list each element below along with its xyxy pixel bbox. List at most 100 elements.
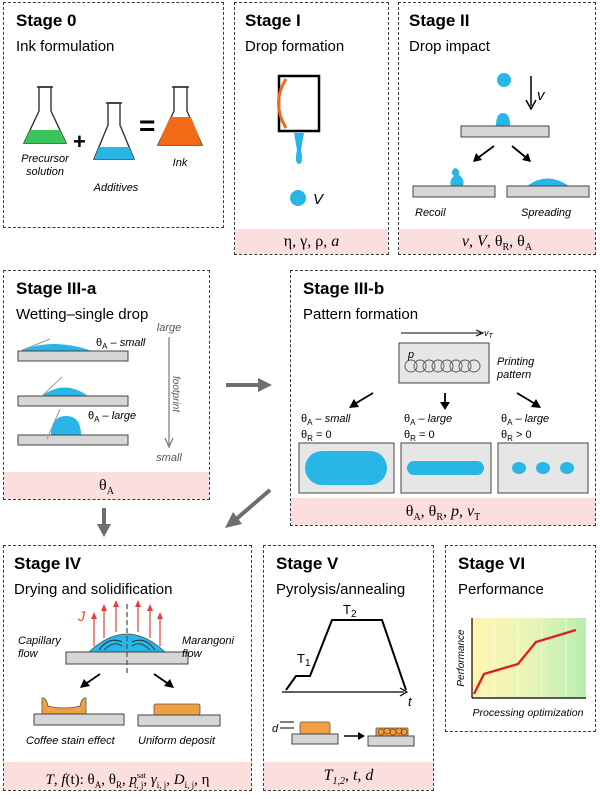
stage-5-subtitle: Pyrolysis/annealing — [276, 581, 406, 598]
precursor-label-2: solution — [26, 166, 64, 178]
recoil-drop — [450, 168, 464, 186]
case2-theta-r: θR = 0 — [404, 429, 435, 443]
arrow-3a-to-3b — [226, 378, 272, 392]
evaporation-arrows — [93, 604, 161, 646]
stage-1-diagram: V — [277, 74, 325, 208]
print-direction-arrow — [475, 329, 485, 337]
theta-small-label: θA – small — [96, 337, 146, 351]
additives-flask — [92, 102, 136, 160]
arrow-3b-to-4 — [225, 488, 272, 528]
stage-3b-panel: Stage III-b Pattern formation vT p Print… — [290, 270, 596, 526]
stage-6-subtitle: Performance — [458, 581, 544, 598]
spread-drop — [527, 178, 569, 186]
equals-sign: = — [139, 110, 155, 141]
stage-2-subtitle: Drop impact — [409, 38, 490, 55]
substrate-before — [291, 733, 339, 745]
velocity-arrow — [525, 99, 537, 111]
footprint-label: footprint — [170, 376, 181, 413]
stage-2-title: Stage II — [409, 11, 470, 30]
spreading-arrow — [522, 153, 531, 162]
case2-theta-a: θA – large — [404, 413, 452, 427]
stage-0-panel: Stage 0 Ink formulation Precursor soluti… — [3, 2, 224, 228]
flux-j-label: J — [77, 608, 86, 624]
stage-3a-subtitle: Wetting–single drop — [16, 306, 149, 323]
stage-1-params: η, γ, ρ, a — [235, 229, 388, 254]
precursor-flask — [22, 86, 68, 144]
precursor-label-1: Precursor — [21, 153, 70, 165]
case3-dot — [536, 462, 550, 474]
arrow-uniform — [164, 679, 174, 688]
arrow-right — [531, 399, 541, 408]
recoil-arrow — [473, 153, 482, 162]
stage-0-diagram: Precursor solution + Additives = Ink — [21, 86, 204, 194]
stage-1-title: Stage I — [245, 11, 301, 30]
as-printed-film — [299, 721, 331, 735]
substrate-after — [367, 735, 415, 747]
marangoni-label-1: Marangoni — [182, 635, 235, 647]
falling-drop-icon — [497, 73, 511, 87]
stage-4-title: Stage IV — [14, 554, 82, 573]
capillary-label-1: Capillary — [18, 635, 62, 647]
substrate-small-angle — [17, 350, 129, 362]
temperature-profile — [285, 619, 407, 691]
stage-5-diagram: T1 T2 t d — [272, 602, 415, 747]
uniform-deposit-label: Uniform deposit — [138, 735, 216, 747]
ink-flask — [156, 86, 204, 146]
marangoni-label-2: flow — [182, 648, 203, 660]
performance-background — [472, 618, 586, 698]
coffee-ring-deposit — [41, 697, 87, 715]
case3-dot — [512, 462, 526, 474]
t2-label: T2 — [343, 602, 357, 620]
vt-label: vT — [484, 328, 494, 340]
coffee-stain-label: Coffee stain effect — [26, 735, 116, 747]
anneal-arrow — [358, 732, 365, 740]
case1-wide-line — [305, 451, 387, 485]
t1-label: T1 — [297, 651, 311, 669]
printing-substrate — [398, 342, 490, 384]
uniform-substrate — [137, 714, 221, 727]
stage-3b-subtitle: Pattern formation — [303, 306, 419, 323]
stage-1-panel: Stage I Drop formation V η, γ, ρ, a — [234, 2, 389, 255]
printing-label-1: Printing — [497, 356, 535, 368]
stage-1-subtitle: Drop formation — [245, 38, 345, 55]
drop-volume-label: V — [313, 191, 325, 208]
recoil-substrate — [412, 185, 496, 198]
case3-theta-a: θA – large — [501, 413, 549, 427]
arrow-left — [349, 399, 359, 408]
overlapping-drops — [404, 359, 481, 373]
performance-curve — [472, 628, 577, 695]
stage-3a-diagram: θA – small θA – large large footprint sm… — [17, 322, 182, 464]
case1-theta-r: θR = 0 — [301, 429, 332, 443]
stage-6-panel: Stage VI Performance Performance Process… — [445, 545, 596, 732]
nozzle-chamber — [277, 74, 321, 133]
arrow-coffee — [80, 679, 90, 688]
large-label: large — [157, 322, 181, 334]
stage-2-panel: Stage II Drop impact v Recoil Spreading … — [398, 2, 596, 255]
spacing-p-label: p — [407, 349, 414, 361]
stage-0-subtitle: Ink formulation — [16, 38, 115, 55]
uniform-deposit — [153, 703, 201, 716]
footprint-arrow — [164, 437, 174, 449]
small-label: small — [156, 452, 182, 464]
stage-5-panel: Stage V Pyrolysis/annealing T1 T2 t d T1… — [263, 545, 434, 791]
substrate-large-angle — [17, 434, 129, 446]
plus-sign: + — [73, 129, 86, 154]
time-label: t — [408, 694, 413, 709]
capillary-label-2: flow — [18, 648, 39, 660]
case2-narrow-line — [407, 461, 484, 475]
thickness-d-label: d — [272, 723, 279, 735]
stage-3a-title: Stage III-a — [16, 279, 97, 298]
stage-4-panel: Stage IV Drying and solidification J Cap… — [3, 545, 252, 791]
stage-4-diagram: J Capillary flow Marangoni flow Coffee s… — [18, 600, 235, 747]
drying-drop — [87, 633, 167, 653]
coffee-substrate — [33, 713, 125, 726]
stage-0-title: Stage 0 — [16, 11, 77, 30]
stage-6-diagram: Performance Processing optimization — [456, 618, 586, 719]
drop-icon — [290, 190, 306, 206]
stage-4-params: T, f(t): θA, θR, psati, j, γi, j, Di, j,… — [4, 762, 251, 790]
time-axis-arrow — [399, 687, 409, 697]
stage-3a-params: θA — [4, 472, 209, 499]
ejected-jet — [294, 133, 304, 164]
stage-3b-diagram: vT p Printing pattern θA – small θR = 0 … — [298, 328, 589, 494]
